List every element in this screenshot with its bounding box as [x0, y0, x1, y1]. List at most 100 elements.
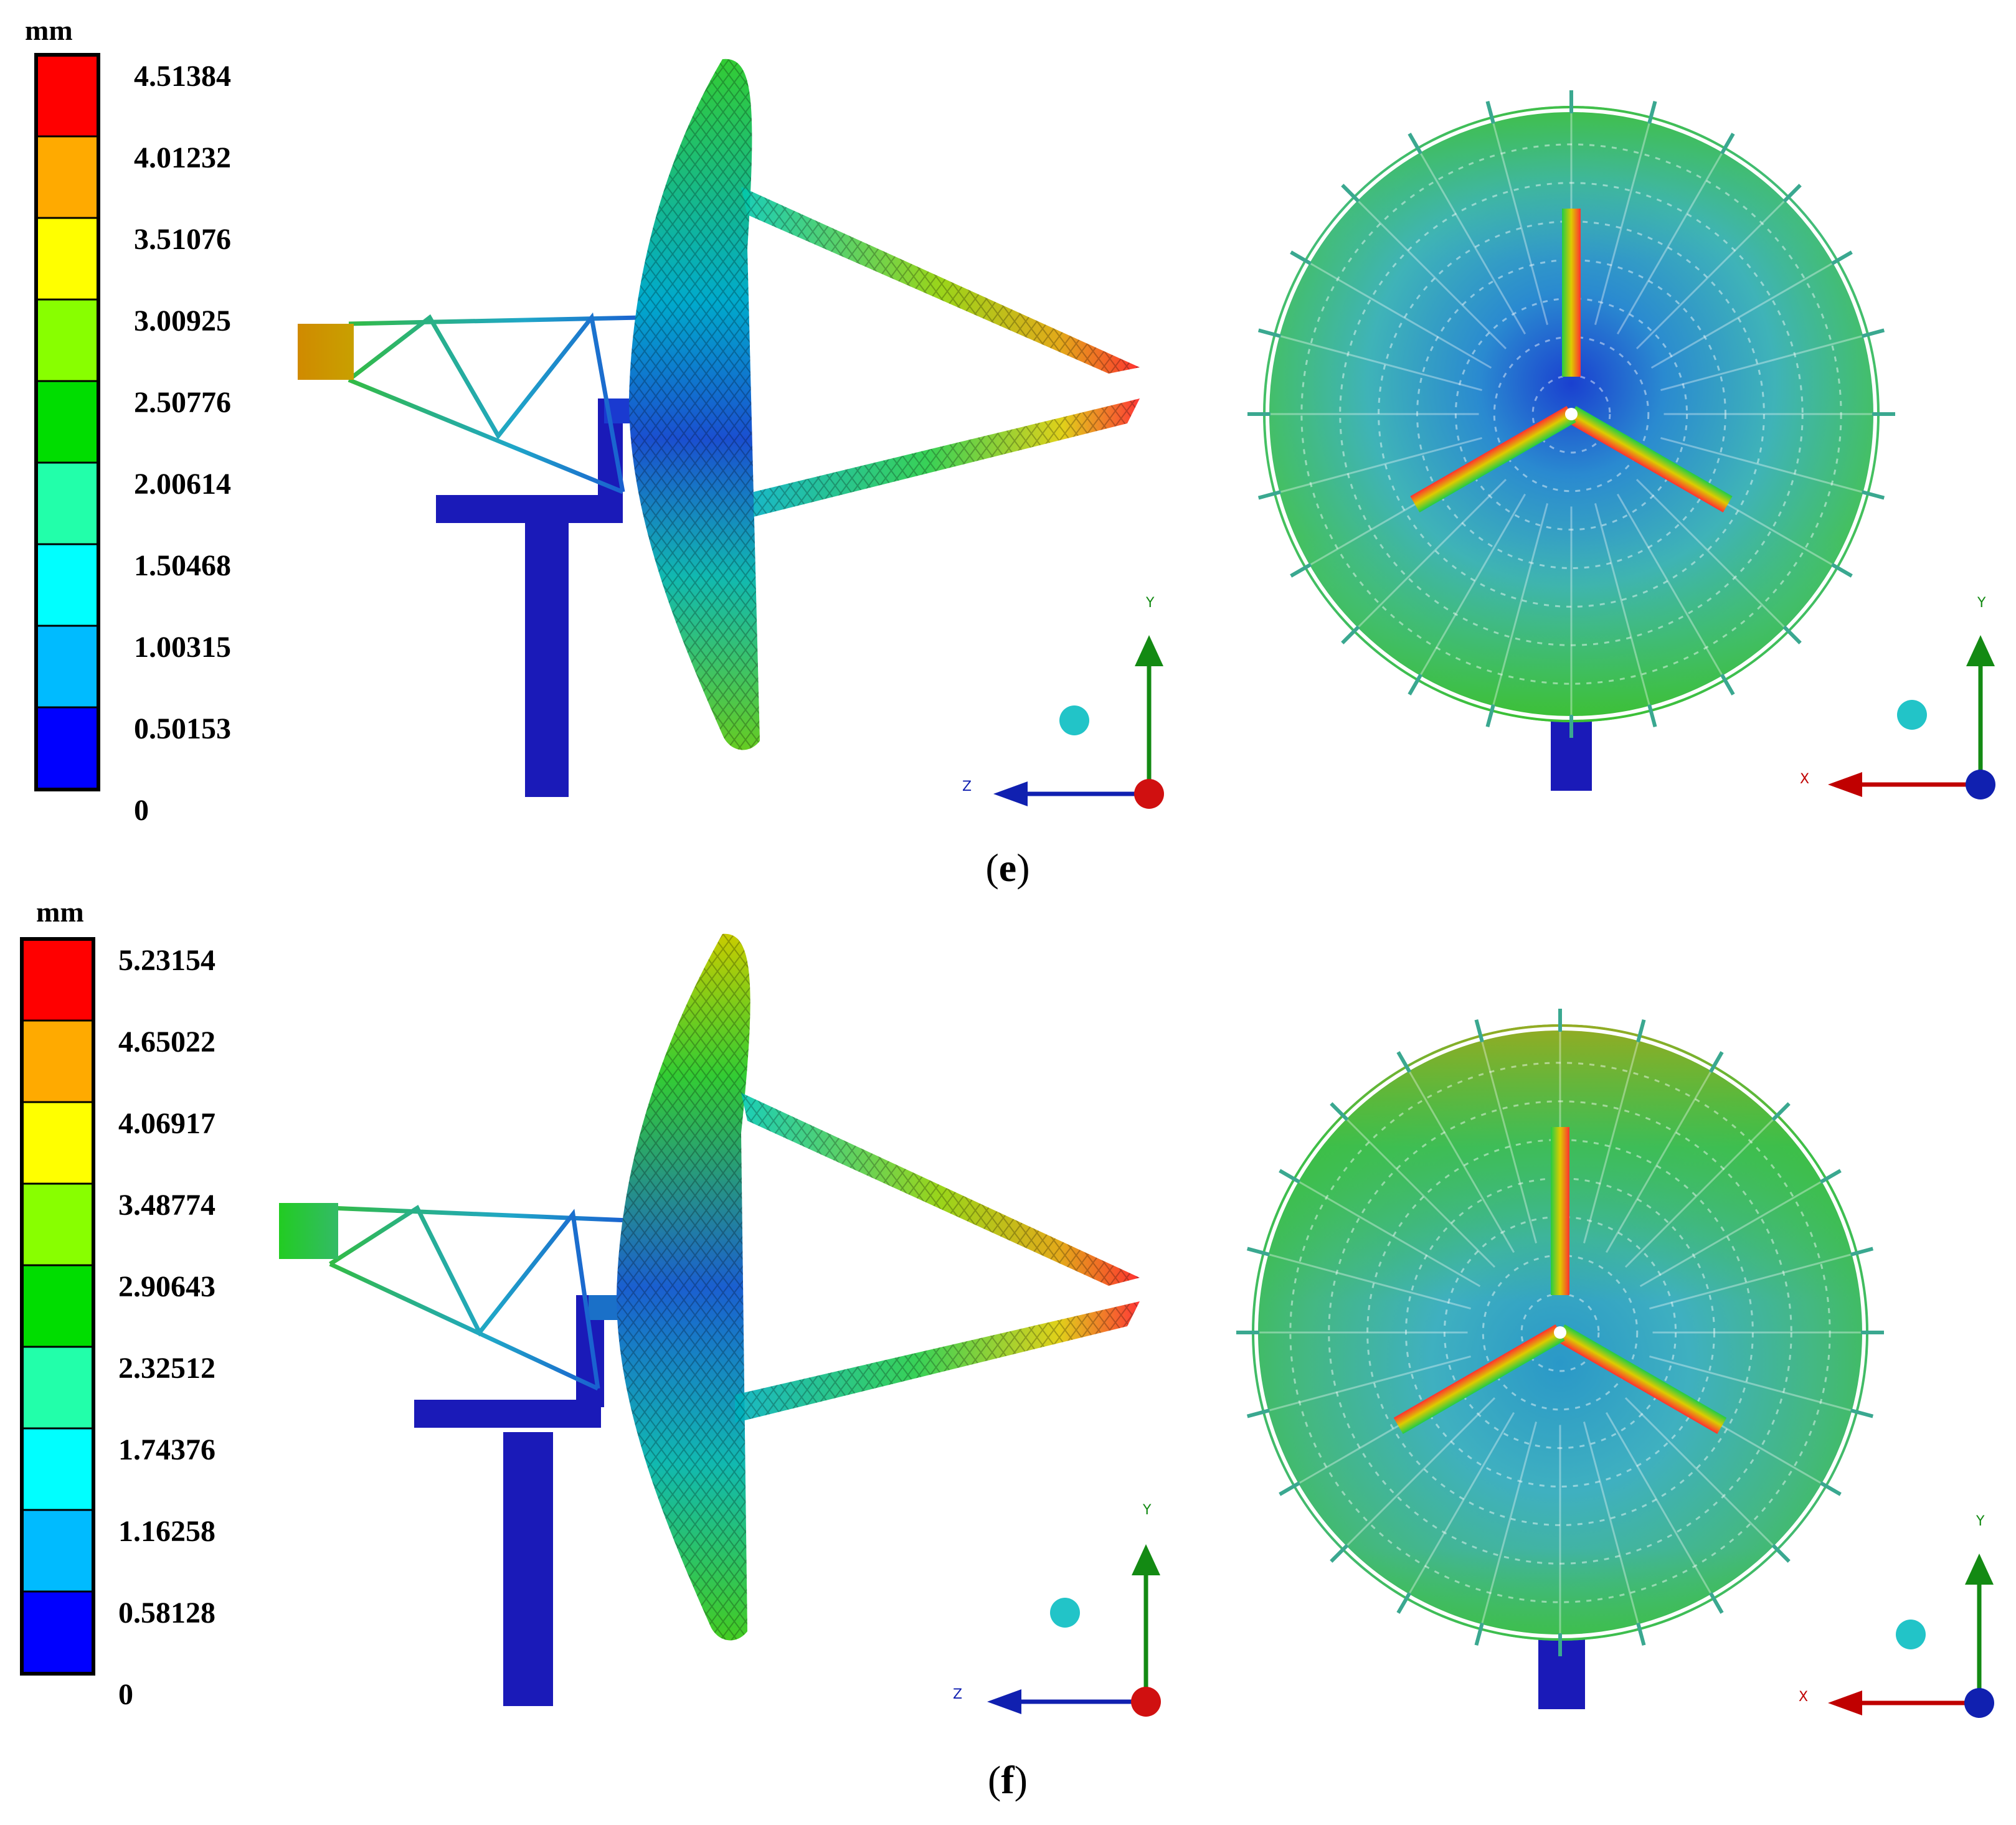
panel-e: mm 4.513844.012323.510763.009252.507762.… [25, 14, 1995, 890]
pedestal-column [525, 523, 569, 797]
dish-side-lattice [617, 933, 750, 1641]
z-axis-label: Z [953, 1687, 962, 1702]
rim-tick [1290, 250, 1312, 266]
rim-tick [1861, 328, 1885, 338]
y-axis-label-front: Y [1977, 595, 1986, 611]
legend-swatch [35, 625, 100, 709]
view-sphere-icon [1050, 1598, 1080, 1628]
rim-tick [1341, 625, 1360, 644]
rim-tick [1720, 673, 1735, 696]
rim-tick [1708, 1592, 1724, 1614]
x-axis-label-front: X [1800, 771, 1809, 787]
dish-rib [1616, 493, 1726, 682]
axis-triad-side: Y Z [962, 595, 1164, 809]
legend-label: 0 [118, 1678, 133, 1711]
dish-rib [1660, 436, 1870, 495]
rim-tick [1279, 1169, 1301, 1184]
legend-label: 1.16258 [118, 1515, 215, 1548]
legend-label: 4.01232 [134, 141, 231, 174]
dish-rib [1273, 436, 1482, 495]
legend-swatch [21, 938, 95, 1022]
side-view: Y Z [298, 59, 1164, 809]
rim-ticks [1247, 90, 1895, 738]
axis-triad-side: Y Z [953, 1502, 1161, 1717]
rim-tick [1257, 328, 1282, 338]
dish-rib [1273, 333, 1482, 392]
counterweight [298, 324, 354, 380]
rim-tick [1330, 1102, 1349, 1121]
legend-labels: 5.231544.650224.069173.487742.906432.325… [118, 944, 215, 1711]
dish-rib [1594, 503, 1652, 712]
rim-tick [1290, 562, 1312, 578]
caption-letter: e [999, 846, 1016, 890]
dish-ring [1416, 259, 1726, 569]
rim-tick [1396, 1051, 1412, 1073]
legend-swatch [35, 706, 100, 790]
dish-ring [1328, 1100, 1792, 1565]
z-axis-origin-icon-front [1966, 770, 1995, 799]
front-view: Y X [1247, 90, 1995, 799]
lower-feed-arm [754, 398, 1140, 517]
legend-label: 3.00925 [134, 304, 231, 337]
feed-hub [1565, 408, 1578, 420]
color-legend: mm 5.231544.650224.069173.487742.906432.… [20, 896, 215, 1711]
back-truss [329, 1204, 630, 1391]
rim-tick [1647, 100, 1657, 125]
counterweight [279, 1203, 338, 1259]
legend-label: 3.48774 [118, 1189, 215, 1222]
rim-tick [1330, 1544, 1349, 1563]
legend-swatch [35, 135, 100, 219]
rim-tick [1341, 184, 1360, 203]
view-sphere-icon [1059, 705, 1089, 735]
rim-tick [1636, 1019, 1646, 1043]
legend-frame [20, 937, 95, 1676]
dish-rib [1639, 1177, 1828, 1288]
dish-rib [1352, 478, 1507, 633]
z-axis-label: Z [962, 779, 972, 795]
legend-swatch [21, 1019, 95, 1103]
dish-ring [1339, 182, 1804, 646]
rim-tick [1636, 1622, 1646, 1646]
z-axis-origin-icon-front [1964, 1688, 1994, 1718]
legend-swatch [21, 1346, 95, 1430]
rim-tick [1408, 673, 1423, 696]
dish-rib [1262, 1355, 1471, 1413]
rim-ticks [1236, 1009, 1884, 1656]
dish-rib [1650, 259, 1839, 369]
pedestal-column [503, 1432, 553, 1706]
rim-tick [1396, 1592, 1412, 1614]
legend-swatch [35, 217, 100, 301]
legend-swatch [21, 1101, 95, 1185]
legend-label: 2.50776 [134, 386, 231, 419]
dish-rib [1635, 478, 1791, 633]
dish-rib [1605, 1065, 1715, 1253]
rim-tick [1720, 133, 1735, 155]
rim-tick [1647, 704, 1657, 728]
panel-caption-e: (e) [985, 846, 1029, 890]
feed-hub [1554, 1326, 1566, 1339]
dish-rib [1490, 116, 1549, 325]
legend-swatch [21, 1427, 95, 1511]
dish-rib [1649, 1252, 1858, 1310]
rim-tick [1279, 1481, 1301, 1496]
dish-rib [1660, 333, 1870, 392]
rim-tick [1782, 184, 1802, 203]
rim-tick [1819, 1481, 1842, 1496]
y-axis-arrow-icon-front [1965, 1554, 1994, 1585]
side-view: Y Z [279, 933, 1161, 1717]
legend-swatches [35, 54, 100, 790]
dish-side-lattice [629, 59, 760, 750]
dish-ring [1443, 1215, 1677, 1450]
dish-rib [1649, 1355, 1858, 1413]
dish-rib [1262, 1252, 1471, 1310]
pedestal-beam [436, 495, 623, 523]
legend-labels: 4.513844.012323.510763.009252.507762.006… [134, 60, 231, 827]
rim-tick [1485, 704, 1495, 728]
dish-rib [1479, 1034, 1538, 1243]
view-sphere-icon-front [1896, 1620, 1926, 1649]
feed-leg-top [1551, 1127, 1569, 1295]
dish-rib [1635, 195, 1791, 350]
rim-tick [1257, 490, 1282, 500]
dish-rib [1341, 1397, 1496, 1552]
rim-tick [1771, 1544, 1791, 1563]
